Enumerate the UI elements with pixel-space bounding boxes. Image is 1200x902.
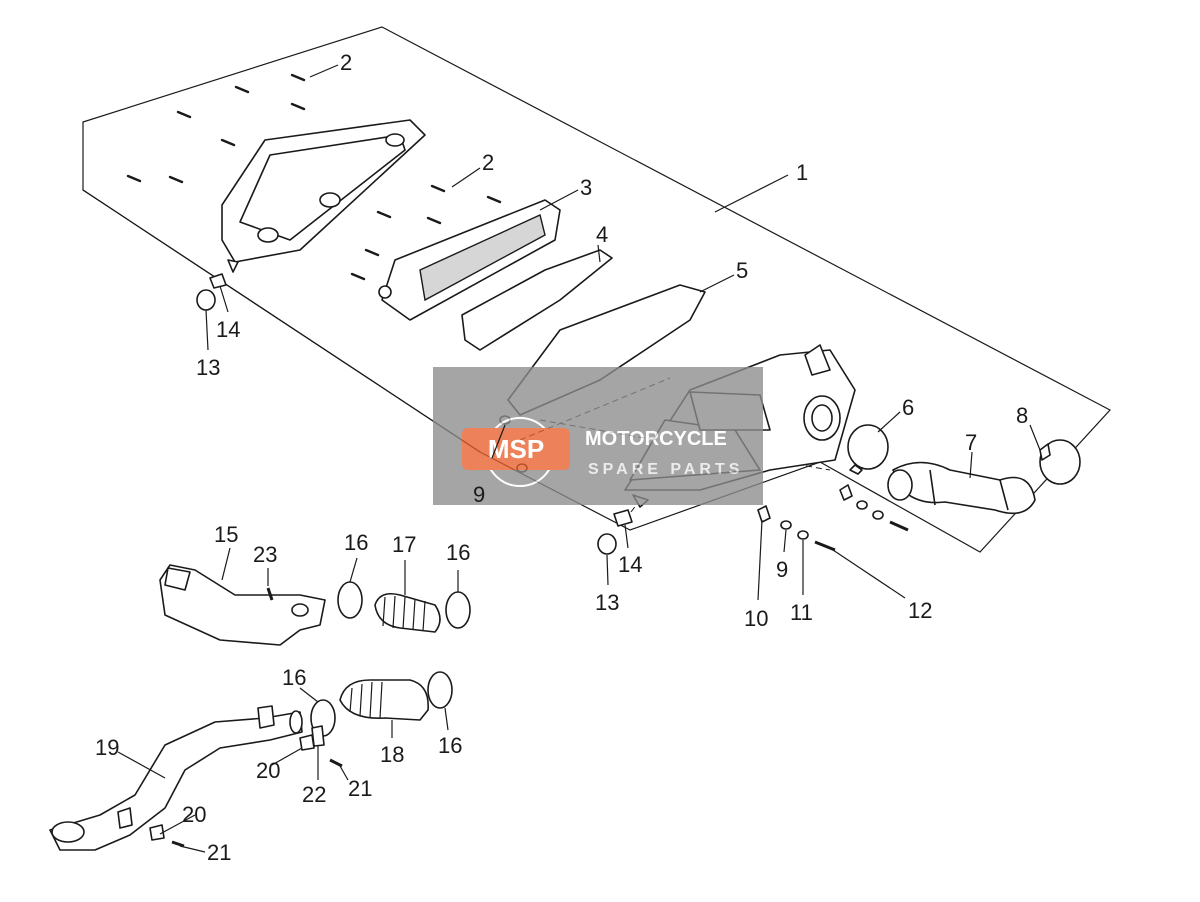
watermark: MSP MOTORCYCLE SPARE PARTS	[433, 367, 763, 505]
callout-8: 8	[1016, 403, 1028, 428]
clip-20-lower	[149, 824, 165, 841]
callout-14-right: 14	[618, 552, 642, 577]
callout-9-left: 9	[473, 482, 485, 507]
air-duct-19	[49, 705, 303, 851]
callout-18: 18	[380, 742, 404, 767]
airbox-cover	[221, 119, 426, 273]
callout-12: 12	[908, 598, 932, 623]
hose-clamp-8	[1039, 439, 1081, 485]
callout-1: 1	[796, 160, 808, 185]
frame-inner-line	[82, 189, 481, 453]
leader-lines	[117, 64, 1041, 853]
callout-22: 22	[302, 782, 326, 807]
callout-23: 23	[253, 542, 277, 567]
air-duct-15	[159, 564, 326, 646]
callout-13-left: 13	[196, 355, 220, 380]
watermark-line1: MOTORCYCLE	[585, 428, 727, 450]
callout-6: 6	[902, 395, 914, 420]
watermark-line2: SPARE PARTS	[588, 461, 743, 478]
watermark-logo: MSP	[488, 434, 544, 464]
screw-21-lower	[171, 840, 185, 848]
callout-labels: 1 2 2 3 4 5 6 7 8 9 9 10 11 12 13 13 14 …	[95, 50, 1028, 865]
clip-22	[311, 725, 325, 747]
callout-16-b: 16	[446, 540, 470, 565]
callout-9-right: 9	[776, 557, 788, 582]
callout-5: 5	[736, 258, 748, 283]
callout-7: 7	[965, 430, 977, 455]
callout-17: 17	[392, 532, 416, 557]
callout-11: 11	[790, 600, 813, 625]
callout-2-upper: 2	[340, 50, 352, 75]
intake-hose-7	[887, 461, 1036, 515]
callout-14-left: 14	[216, 317, 240, 342]
callout-15: 15	[214, 522, 238, 547]
hose-clamp-16-d	[427, 671, 453, 709]
screw-23	[266, 587, 274, 601]
callout-16-d: 16	[438, 733, 462, 758]
callout-21-upper: 21	[348, 776, 372, 801]
screw-21-upper	[329, 758, 343, 768]
callout-3: 3	[580, 175, 592, 200]
bellows-hose-17	[374, 592, 441, 633]
drain-cap-right	[597, 509, 633, 555]
callout-16-c: 16	[282, 665, 306, 690]
callout-16-a: 16	[344, 530, 368, 555]
callout-2-lower: 2	[482, 150, 494, 175]
bellows-hose-18	[339, 679, 429, 721]
watermark-logo-badge	[462, 428, 570, 470]
callout-10: 10	[744, 606, 768, 631]
callout-21-lower: 21	[207, 840, 231, 865]
callout-20-upper: 20	[256, 758, 280, 783]
callout-20-lower: 20	[182, 802, 206, 827]
callout-19: 19	[95, 735, 119, 760]
air-filter-element	[378, 199, 561, 321]
hose-clamp-6	[847, 424, 889, 475]
gasket-4	[461, 249, 613, 351]
callout-4: 4	[596, 222, 608, 247]
hose-clamp-16-a	[337, 581, 363, 619]
screws-group	[126, 73, 502, 281]
clip-20-upper	[299, 734, 315, 751]
hose-clamp-16-b	[445, 591, 471, 629]
callout-13-right: 13	[595, 590, 619, 615]
